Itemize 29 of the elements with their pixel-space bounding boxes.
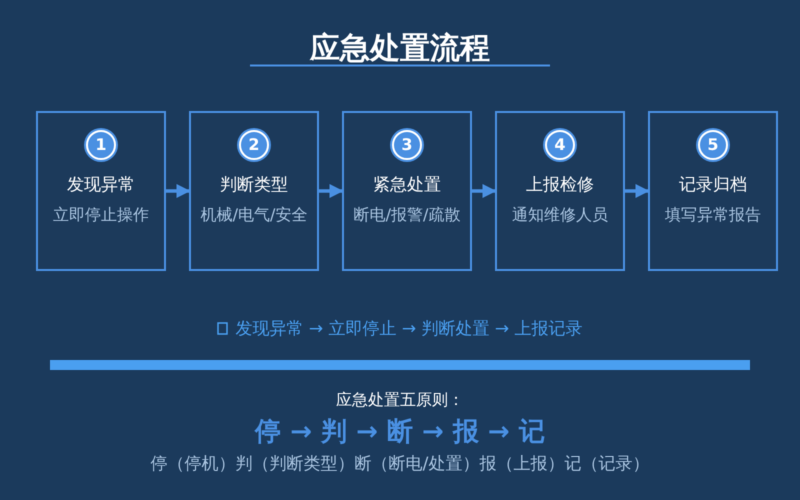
- step-title: 上报检修: [525, 174, 595, 196]
- principles-sequence: 停 → 判 → 断 → 报 → 记: [255, 417, 545, 447]
- step-box: [189, 111, 319, 271]
- step-box: [36, 111, 166, 271]
- step-description: 通知维修人员: [511, 204, 609, 226]
- step-number-badge: 3: [392, 130, 422, 160]
- step-box: [648, 111, 778, 271]
- step-title: 紧急处置: [372, 174, 442, 196]
- diagram-title: 应急处置流程: [310, 31, 490, 66]
- step-description: 机械/电气/安全: [200, 204, 308, 226]
- flow-summary-text: 发现异常 → 立即停止 → 判断处置 → 上报记录: [235, 319, 583, 339]
- step-number-badge: 2: [239, 130, 269, 160]
- step-number-badge: 1: [86, 130, 116, 160]
- arrow: [472, 184, 496, 198]
- arrow: [625, 184, 650, 198]
- step-description: 填写异常报告: [664, 204, 762, 226]
- step-description: 断电/报警/疏散: [352, 204, 462, 226]
- arrow: [166, 184, 190, 198]
- step-box: [495, 111, 625, 271]
- principles-heading: 应急处置五原则：: [336, 390, 464, 409]
- step-title: 发现异常: [66, 174, 136, 196]
- step-description: 立即停止操作: [52, 204, 150, 226]
- step-title: 记录归档: [678, 174, 748, 196]
- step-title: 判断类型: [219, 174, 289, 196]
- step-box: [342, 111, 472, 271]
- step-number-badge: 5: [698, 130, 728, 160]
- principles-explanation: 停（停机）判（判断类型）断（断电/处置）报（上报）记（记录）: [150, 454, 650, 474]
- step-number-badge: 4: [545, 130, 575, 160]
- arrow: [319, 184, 344, 198]
